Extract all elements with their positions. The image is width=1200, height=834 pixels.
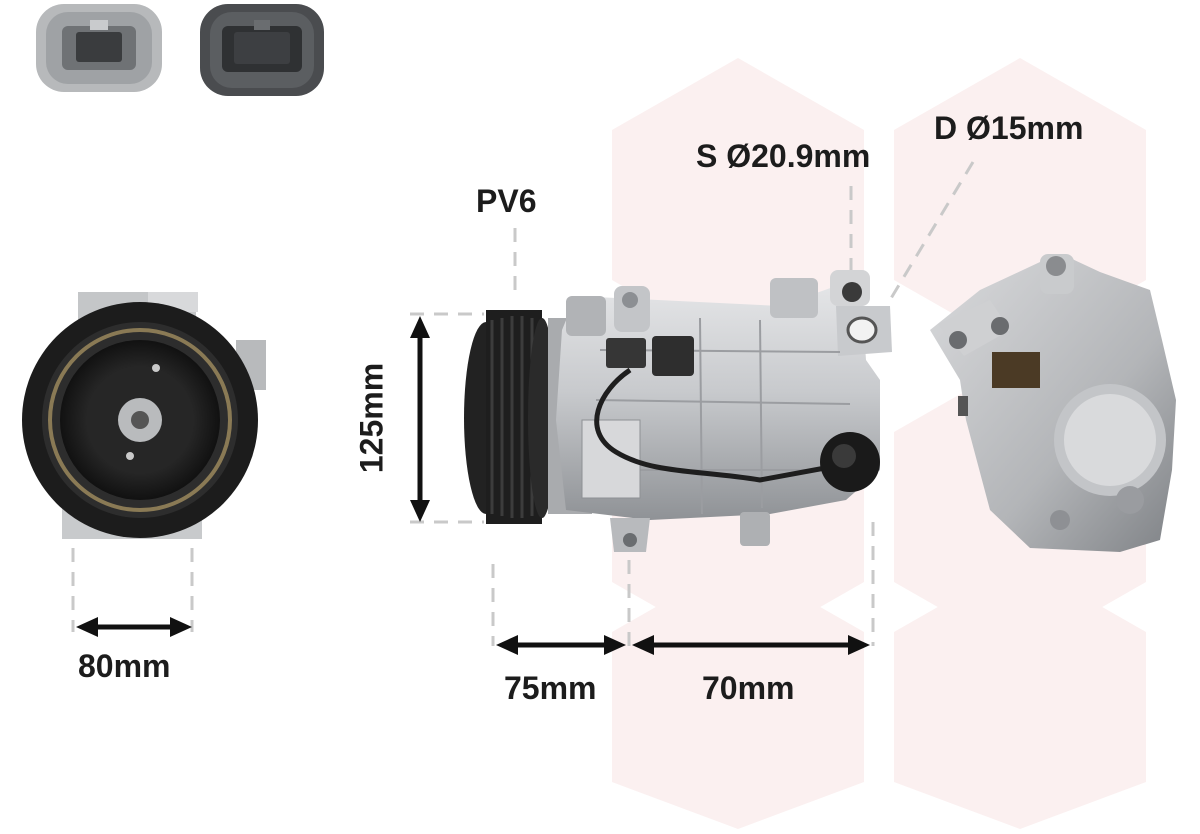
dimension-guides [71,161,975,646]
length-b-label: 70mm [702,670,795,706]
pulley-type-label: PV6 [476,183,537,219]
connector-plug-dark [200,4,324,96]
compressor-side-view [464,270,892,552]
height-dimension-label: 125mm [353,362,390,474]
pulley-front-view [22,292,266,539]
compressor-rear-view [930,254,1176,552]
dimension-arrows [76,316,870,655]
discharge-port-label: D Ø15mm [934,110,1084,146]
suction-port-label: S Ø20.9mm [696,138,871,174]
length-a-label: 75mm [504,670,597,706]
connector-plug-light [36,4,162,92]
pulley-diameter-label: 80mm [78,648,171,684]
